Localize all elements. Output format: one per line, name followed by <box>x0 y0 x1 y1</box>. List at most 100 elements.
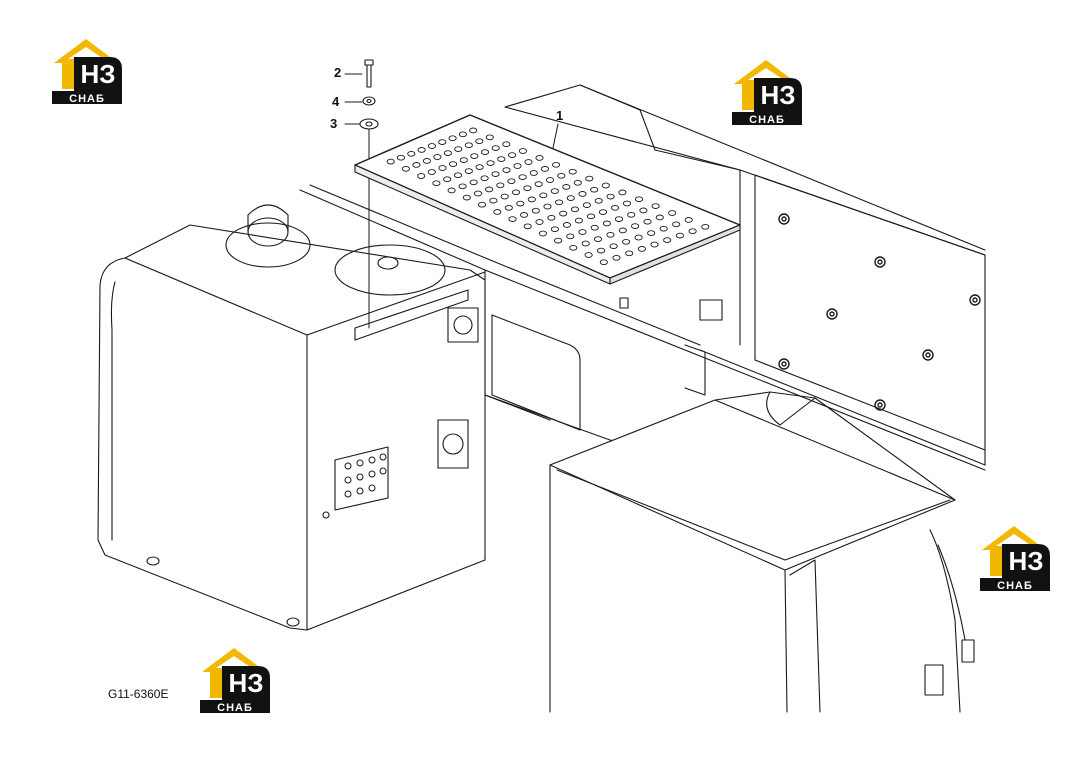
plate-hole <box>511 189 521 196</box>
plate-hole <box>527 196 536 203</box>
plate-hole <box>643 218 652 225</box>
plate-hole <box>443 150 452 156</box>
plate-hole <box>599 259 608 266</box>
plate-hole <box>508 216 517 222</box>
plate-hole <box>663 237 672 243</box>
plate-hole <box>502 141 511 148</box>
svg-text:НЗ: НЗ <box>228 668 263 698</box>
plate-hole <box>438 165 447 171</box>
plate-hole <box>552 161 561 168</box>
plate-hole <box>508 152 517 158</box>
plate-hole <box>639 207 648 214</box>
plate-hole <box>543 203 552 210</box>
plate-hole <box>496 182 505 189</box>
plate-hole <box>631 223 640 229</box>
callout-2: 2 <box>334 65 342 80</box>
svg-text:НЗ: НЗ <box>760 80 795 110</box>
plate-hole <box>401 165 410 172</box>
plate-hole <box>464 142 473 149</box>
plate-hole <box>540 166 549 172</box>
plate-hole <box>516 200 525 207</box>
plate-hole <box>550 226 559 233</box>
plate-hole <box>602 220 611 227</box>
plate-hole <box>569 244 578 251</box>
plate-hole <box>612 254 621 261</box>
bolt-item-2 <box>364 59 374 88</box>
battery-box <box>549 391 975 713</box>
plate-hole <box>477 201 487 208</box>
svg-text:НЗ: НЗ <box>1008 546 1043 576</box>
plate-hole <box>491 145 500 151</box>
plate-hole <box>675 232 684 239</box>
plate-hole <box>651 203 660 209</box>
plate-hole <box>417 147 426 153</box>
plate-hole <box>459 157 468 163</box>
plate-hole <box>566 195 575 201</box>
plate-hole <box>432 180 441 187</box>
plate-hole <box>578 229 587 235</box>
flat-washer-item-3 <box>359 118 379 130</box>
plate-hole <box>417 173 426 179</box>
plate-hole <box>475 138 484 145</box>
plate-hole <box>438 139 447 145</box>
plate-hole <box>491 171 500 177</box>
plate-hole <box>524 159 533 165</box>
plate-hole <box>547 214 556 221</box>
plate-hole <box>598 209 608 215</box>
plate-hole <box>462 194 471 201</box>
plate-hole <box>606 193 615 200</box>
plate-hole <box>634 234 643 241</box>
plate-hole <box>523 223 532 230</box>
watermark-logo: НЗ СНАБ <box>52 37 126 105</box>
svg-text:СНАБ: СНАБ <box>749 114 785 126</box>
plate-hole <box>655 214 664 221</box>
plate-hole <box>614 216 624 222</box>
plate-hole <box>500 193 509 200</box>
plate-hole <box>529 170 538 176</box>
plate-hole <box>584 252 593 258</box>
plate-hole <box>555 199 564 206</box>
plate-hole <box>475 164 484 170</box>
plate-hole <box>609 243 618 250</box>
svg-text:СНАБ: СНАБ <box>997 580 1033 592</box>
plate-hole <box>470 153 479 159</box>
plate-hole <box>497 156 506 162</box>
plate-hole <box>447 187 456 194</box>
plate-hole <box>550 188 559 194</box>
plate-hole <box>634 196 644 203</box>
plate-hole <box>473 190 483 197</box>
perforated-plate-item-1 <box>354 114 741 285</box>
plate-hole <box>573 179 582 186</box>
plate-hole <box>531 207 540 214</box>
plate-hole <box>562 222 571 228</box>
plate-hole <box>559 210 568 217</box>
plate-hole <box>480 149 490 155</box>
plate-hole <box>458 131 467 138</box>
plate-hole <box>454 146 463 152</box>
callout-3: 3 <box>330 116 338 131</box>
plate-hole <box>485 186 494 193</box>
plate-hole <box>581 240 590 247</box>
plate-hole <box>593 236 603 242</box>
plate-hole <box>520 212 529 218</box>
plate-hole <box>535 155 544 161</box>
plate-hole <box>534 181 543 187</box>
plate-hole <box>535 219 544 225</box>
plate-hole <box>469 179 478 186</box>
plate-hole <box>449 161 458 167</box>
plate-hole <box>622 238 631 245</box>
plate-hole <box>539 192 548 199</box>
plate-hole <box>480 175 489 182</box>
plate-hole <box>557 172 566 179</box>
plate-hole <box>590 186 599 193</box>
callout-1: 1 <box>556 108 564 123</box>
lock-washer-item-4 <box>362 96 376 106</box>
plate-hole <box>469 127 478 134</box>
plate-hole <box>684 217 693 223</box>
plate-hole <box>668 210 677 216</box>
plate-hole <box>427 143 436 149</box>
svg-text:СНАБ: СНАБ <box>217 702 253 714</box>
plate-hole <box>601 182 610 189</box>
plate-hole <box>504 204 513 211</box>
plate-hole <box>427 169 436 175</box>
